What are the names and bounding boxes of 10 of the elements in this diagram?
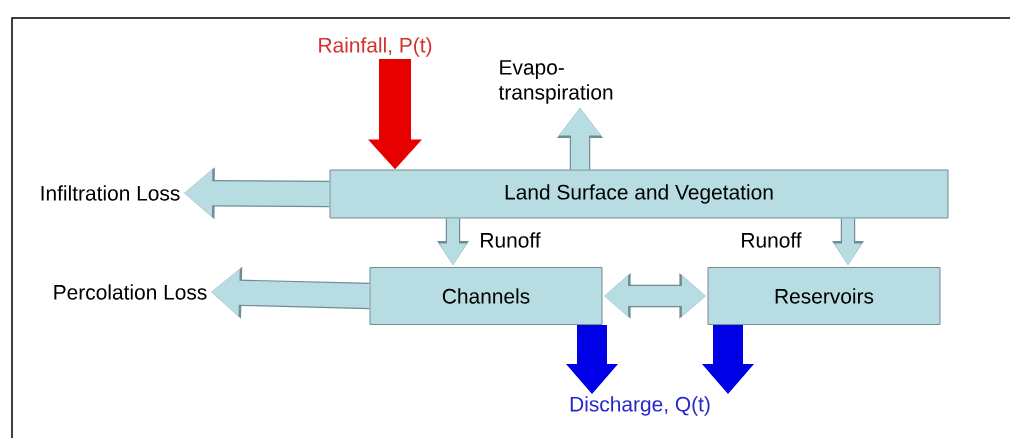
flow-label: Infiltration Loss — [41, 185, 180, 201]
flow-label: Rainfall, P(t) — [319, 37, 432, 57]
edge-label: Runoff — [742, 232, 802, 248]
flow-label: Discharge, Q(t) — [570, 396, 710, 416]
process-box: Channels — [369, 267, 603, 325]
flow-label: Percolation Loss — [54, 284, 207, 300]
process-box: Reservoirs — [707, 267, 941, 325]
edge-label: Runoff — [481, 232, 541, 248]
flow-label: Evapo- transpiration — [498, 60, 613, 104]
process-box: Land Surface and Vegetation — [329, 169, 949, 219]
